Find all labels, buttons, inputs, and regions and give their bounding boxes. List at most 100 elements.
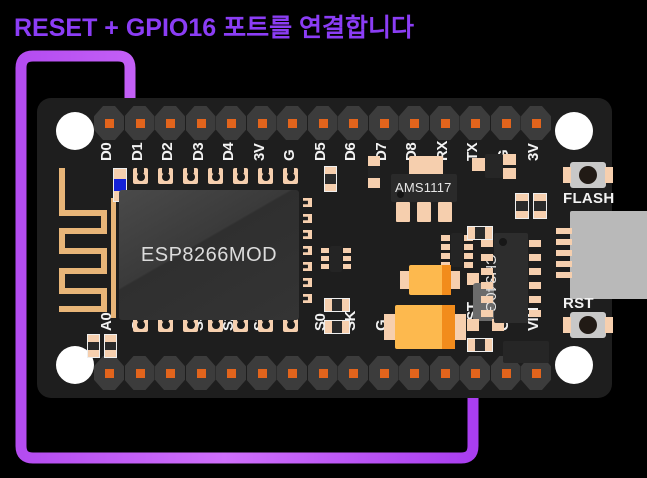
smd-resistor (324, 320, 350, 334)
pin-rst-12[interactable] (460, 356, 490, 390)
flash-button-label: FLASH (563, 190, 615, 207)
ch340g-pin (529, 296, 541, 303)
smd-pad (368, 156, 380, 166)
pin-s1-5[interactable] (246, 356, 277, 390)
usb-connector[interactable] (570, 211, 647, 299)
flash-button[interactable] (563, 162, 613, 188)
pin-hole (196, 119, 206, 128)
smd-pad (343, 248, 351, 253)
rst-button[interactable] (563, 312, 613, 338)
pin-hole (288, 119, 297, 128)
ch340g-pin (481, 240, 493, 247)
pin-g-6[interactable] (277, 106, 307, 140)
castellation (303, 294, 312, 303)
through-hole-pad (233, 167, 248, 184)
regulator-pin-pad (417, 202, 431, 222)
ch340g-chip (494, 233, 528, 323)
pin-hole (471, 369, 480, 378)
pin-d1-1[interactable] (124, 106, 155, 140)
regulator-pin-pad (438, 202, 452, 222)
pin-d6-8[interactable] (338, 106, 368, 140)
pcb-antenna-seg (101, 248, 107, 274)
ch340g-pin (529, 310, 541, 317)
pin-g-13[interactable] (490, 106, 521, 140)
mounting-hole-bottom-right (555, 346, 593, 384)
pin-s3-3[interactable] (185, 356, 216, 390)
pin-g-1[interactable] (124, 356, 155, 390)
pin-d0-0[interactable] (94, 106, 124, 140)
pin-hole (379, 119, 389, 128)
pin-g-9[interactable] (368, 356, 399, 390)
pin-hole (288, 369, 297, 378)
pin-rx-11[interactable] (429, 106, 460, 140)
smd-pad (464, 253, 473, 259)
castellation (303, 246, 312, 255)
pin-hole (227, 369, 236, 378)
smd-resistor (515, 193, 529, 219)
pcb-antenna-trace (111, 198, 116, 318)
pin-d3-3[interactable] (185, 106, 216, 140)
smd-pad (321, 248, 329, 253)
pin-3v-14[interactable] (521, 106, 551, 140)
pin-a0-0[interactable] (94, 356, 124, 390)
usb-shield-pad (556, 250, 572, 256)
pcb-antenna-seg (59, 268, 107, 274)
through-hole-pad (183, 167, 198, 184)
pin-hole (318, 119, 328, 128)
pin-d5-7[interactable] (307, 106, 338, 140)
pin-s2-4[interactable] (216, 356, 246, 390)
ch340g-pin (529, 254, 541, 261)
pin-label-d5-7: D5 (311, 142, 329, 161)
regulator-tab-pad (409, 156, 443, 176)
smd-transistor (485, 154, 503, 178)
pin-d8-10[interactable] (399, 106, 429, 140)
tantalum-capacitor-small (400, 265, 460, 295)
pin-en-11[interactable] (429, 356, 460, 390)
smd-pad (368, 178, 380, 188)
smd-diode (368, 166, 380, 178)
pin-d4-4[interactable] (216, 106, 246, 140)
ch340g-pin (529, 240, 541, 247)
ch340g-pin (481, 254, 493, 261)
pin-hole (410, 119, 419, 128)
ch340g-pin (481, 296, 493, 303)
smd-pad (441, 253, 450, 259)
ch340g-pin (529, 268, 541, 275)
smd-capacitor (324, 166, 337, 192)
smd-resistor (87, 334, 100, 358)
pin-s0-7[interactable] (307, 356, 338, 390)
pin-hole (196, 369, 206, 378)
castellation (303, 214, 312, 223)
pcb-antenna-seg (59, 228, 107, 234)
smd-pad (321, 256, 329, 261)
pin-sk-8[interactable] (338, 356, 368, 390)
pin-hole (257, 369, 267, 378)
pin-hole (166, 119, 175, 128)
pin-label-d6-8: D6 (342, 142, 359, 161)
pin-hole (379, 369, 389, 378)
pin-tx-12[interactable] (460, 106, 490, 140)
pin-sc-6[interactable] (277, 356, 307, 390)
castellation (303, 262, 312, 271)
pin-hole (501, 119, 511, 128)
pin-hole (166, 369, 175, 378)
ams1117-regulator (391, 174, 457, 202)
pin-3v-10[interactable] (399, 356, 429, 390)
pin-d2-2[interactable] (155, 106, 185, 140)
pin-hole (532, 369, 541, 378)
pin-hole (135, 369, 145, 378)
page-title: RESET + GPIO16 포트를 연결합니다 (14, 14, 415, 42)
pin-hole (318, 369, 328, 378)
pin-d7-9[interactable] (368, 106, 399, 140)
pin-label-3v-14: 3V (525, 143, 542, 161)
pin-hole (135, 119, 145, 128)
pin-3v-5[interactable] (246, 106, 277, 140)
smd-pad (503, 168, 516, 179)
smd-pad (472, 158, 485, 171)
pin-label-d1-1: D1 (128, 142, 146, 161)
pin-vu-2[interactable] (155, 356, 185, 390)
smd-pad (441, 235, 450, 241)
through-hole-pad (208, 167, 223, 184)
pin-label-d0-0: D0 (98, 142, 115, 161)
